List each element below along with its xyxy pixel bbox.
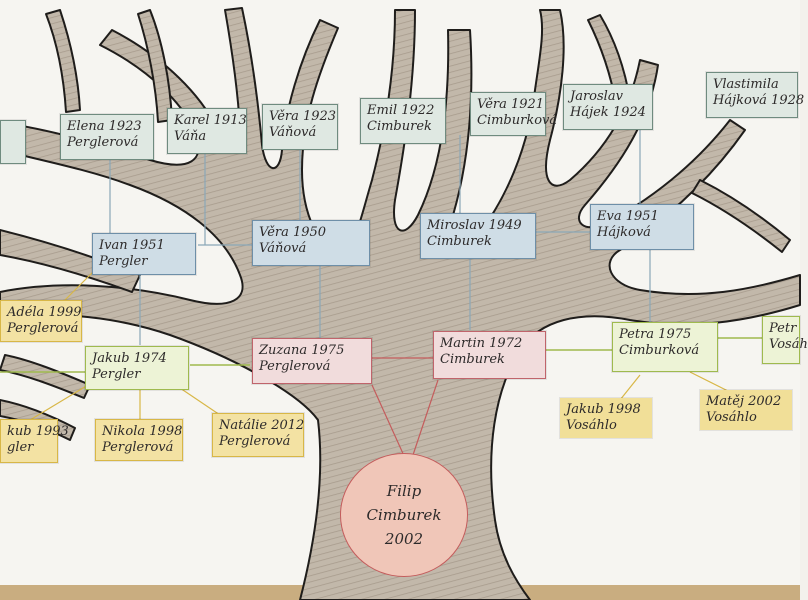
tree-trunk — [0, 7, 801, 600]
person-card-matej: Matěj 2002 Vosáhlo — [700, 390, 792, 430]
person-card-jakub-1974: Jakub 1974 Pergler — [85, 346, 189, 390]
person-card-vera-1921: Věra 1921 Cimburková — [470, 92, 557, 136]
person-card-miroslav: Miroslav 1949 Cimburek — [420, 213, 536, 259]
parent-connectors — [371, 357, 439, 459]
person-card-partial — [0, 120, 26, 164]
person-card-vera-1923: Věra 1923 Váňová — [262, 104, 338, 150]
person-card-karel: Karel 1913 Váňa — [167, 108, 247, 154]
person-card-emil: Emil 1922 Cimburek — [360, 98, 446, 144]
root-first-name: Filip — [386, 482, 422, 500]
person-card-adela: Adéla 1999 Perglerová — [0, 300, 82, 342]
person-card-martin: Martin 1972 Cimburek — [433, 331, 546, 379]
person-card-vera-1950: Věra 1950 Váňová — [252, 220, 370, 266]
person-card-nikola: Nikola 1998 Perglerová — [95, 419, 183, 461]
person-card-jaroslav: Jaroslav Hájek 1924 — [563, 84, 653, 130]
person-card-jakub-1993: kub 1993 gler — [0, 419, 69, 463]
root-person-circle: Filip Cimburek 2002 — [340, 453, 468, 577]
root-year: 2002 — [384, 530, 424, 548]
person-card-jakub-1998: Jakub 1998 Vosáhlo — [560, 398, 652, 438]
person-card-natalie: Natálie 2012 Perglerová — [212, 413, 304, 457]
family-connectors — [109, 120, 651, 345]
person-card-vlastimila: Vlastimila Hájková 1928 — [706, 72, 804, 118]
children-connectors — [29, 269, 731, 421]
root-surname: Cimburek — [366, 506, 442, 524]
person-card-petr-partial: Petr Vosáh — [762, 316, 808, 364]
sibling-connectors — [0, 337, 765, 373]
person-card-zuzana: Zuzana 1975 Perglerová — [252, 338, 372, 384]
person-card-eva: Eva 1951 Hájková — [590, 204, 694, 250]
person-card-petra: Petra 1975 Cimburková — [612, 322, 718, 372]
person-card-elena: Elena 1923 Perglerová — [60, 114, 154, 160]
person-card-ivan: Ivan 1951 Pergler — [92, 233, 196, 275]
